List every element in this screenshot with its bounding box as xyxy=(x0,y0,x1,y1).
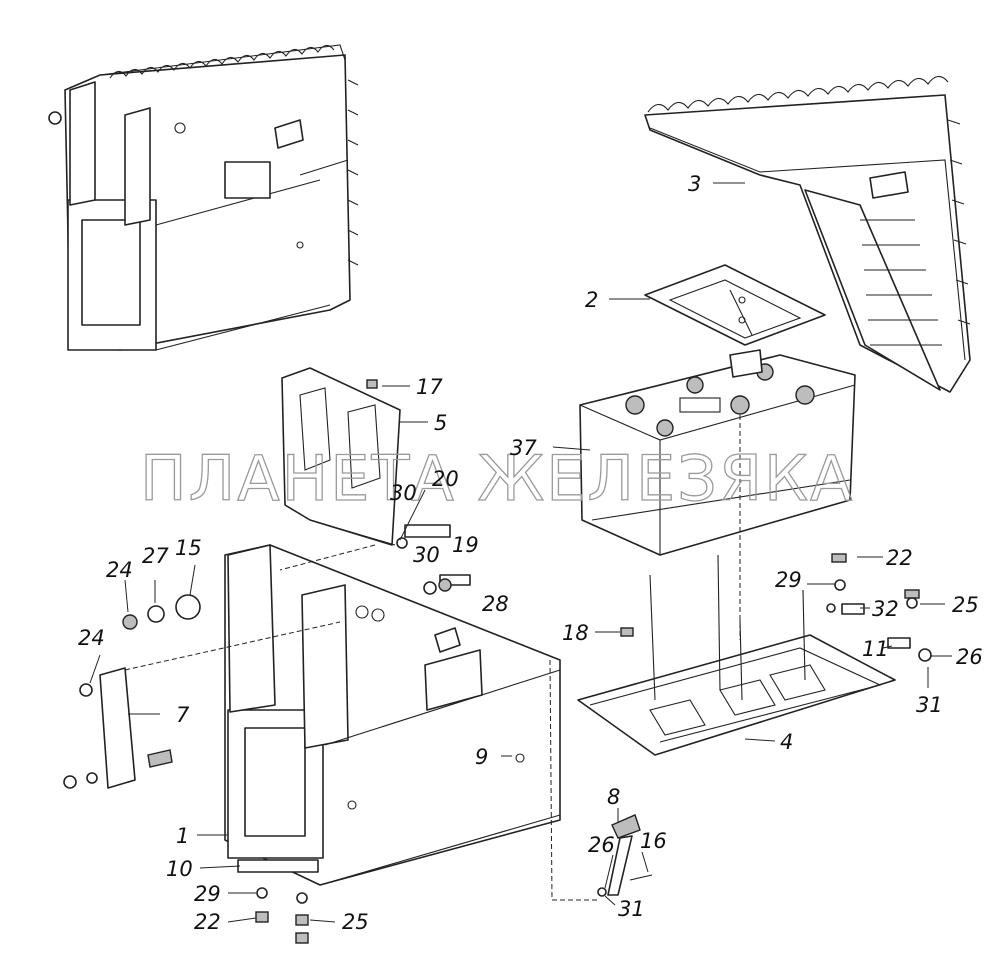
callout-16: 16 xyxy=(640,829,667,853)
callout-2: 2 xyxy=(585,288,598,312)
callouts: 3 2 17 5 37 20 30 15 27 24 30 19 28 24 7… xyxy=(78,172,983,934)
callout-26-right: 28 xyxy=(482,592,509,616)
callout-8: 8 xyxy=(607,785,620,809)
callout-1: 1 xyxy=(176,824,189,848)
callout-17: 17 xyxy=(416,375,443,399)
watermark-text: ПЛАНЕТА ЖЕЛЕЗЯКА xyxy=(140,442,854,515)
assembled-battery-box xyxy=(48,44,359,351)
callout-25-right: 25 xyxy=(952,593,979,617)
callout-22-left: 22 xyxy=(194,910,221,934)
callout-27: 26 xyxy=(588,833,615,857)
callout-29-right: 29 xyxy=(775,568,802,592)
callout-11: 11 xyxy=(862,637,889,661)
assembly-lines xyxy=(124,415,741,901)
part-4-tray xyxy=(577,554,896,756)
callout-32: 32 xyxy=(872,597,899,621)
callout-7: 7 xyxy=(176,703,190,727)
callout-5: 5 xyxy=(434,411,447,435)
leader-lines xyxy=(89,182,952,923)
callout-3: 3 xyxy=(688,172,701,196)
callout-30-upper: 30 xyxy=(390,481,417,505)
part-37-battery xyxy=(579,349,856,556)
callout-9: 9 xyxy=(475,745,488,769)
callout-29-left: 29 xyxy=(194,882,221,906)
callout-37: 37 xyxy=(510,436,537,460)
part-5-cover xyxy=(281,367,401,546)
assembled-lid-ribs xyxy=(99,44,359,266)
part-1-box xyxy=(224,544,561,886)
callout-10: 10 xyxy=(166,857,193,881)
part-7-bracket xyxy=(63,667,173,789)
part-3-lid xyxy=(644,75,971,393)
callout-31-right: 31 xyxy=(916,693,943,717)
callout-19: 19 xyxy=(452,533,479,557)
callout-25-left: 25 xyxy=(342,910,369,934)
callout-31-left: 31 xyxy=(618,897,645,921)
part-2-frame xyxy=(644,264,826,346)
callout-30-lower: 30 xyxy=(413,543,440,567)
callout-22-right: 22 xyxy=(886,546,913,570)
callout-24-upper: 24 xyxy=(106,558,133,582)
callout-26-left: 27 xyxy=(142,544,169,568)
callout-24-lower: 24 xyxy=(78,626,105,650)
callout-4: 4 xyxy=(780,730,793,754)
callout-18: 18 xyxy=(562,621,589,645)
callout-28: 26 xyxy=(956,645,983,669)
fasteners xyxy=(122,379,932,944)
callout-15: 15 xyxy=(175,536,202,560)
callout-20: 20 xyxy=(432,467,459,491)
